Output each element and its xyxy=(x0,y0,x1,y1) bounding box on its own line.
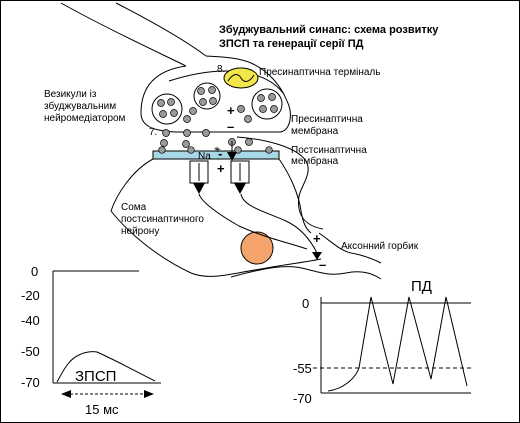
released-vesicles xyxy=(183,105,252,123)
epsp-tick-0: 0 xyxy=(31,264,38,279)
ion-channel-right xyxy=(230,160,250,194)
presynaptic-membrane-label-2: мембрана xyxy=(291,125,339,137)
receptor-bound-transmitter xyxy=(158,146,273,154)
epsp-duration-right-arrow-icon xyxy=(144,390,154,398)
number-7: 7. xyxy=(149,127,157,138)
presynaptic-minus-sign: – xyxy=(227,119,234,134)
hillock-minus-sign: – xyxy=(319,257,326,272)
ap-trace xyxy=(327,296,468,392)
postsynaptic-membrane-label-2: мембрана xyxy=(291,155,339,167)
ap-tick-0: 0 xyxy=(302,296,309,311)
epsp-tick-40: -40 xyxy=(21,313,40,328)
vesicle-group-center xyxy=(193,82,221,110)
soma-label-1: Сома xyxy=(121,202,147,213)
ion-channel-left xyxy=(189,160,209,194)
presynaptic-axon-outline xyxy=(60,2,187,67)
axon-lower-outline xyxy=(230,266,382,280)
current-arrow-head-icon xyxy=(227,152,237,161)
presynaptic-plus-sign: + xyxy=(227,103,235,118)
epsp-duration-left-arrow-icon xyxy=(61,390,71,398)
current-flow-line-inner xyxy=(240,193,318,254)
title-line-2: ЗПСП та генерації серії ПД xyxy=(219,38,364,50)
hillock-plus-sign: + xyxy=(313,231,321,246)
vesicle-group-left xyxy=(151,93,183,125)
postsynaptic-membrane-band xyxy=(152,150,280,160)
epsp-tick-70: -70 xyxy=(21,375,40,390)
postsynaptic-small-plus: + xyxy=(215,145,221,156)
ap-label: ПД xyxy=(411,278,432,295)
cleft-neurotransmitter xyxy=(160,129,253,148)
postsynaptic-membrane-label-1: Постсинаптична xyxy=(291,145,367,156)
vesicles-label-2: збуджувальним xyxy=(44,100,116,112)
presynaptic-axon-outline-2 xyxy=(115,2,207,57)
postsynaptic-minus-sign: - xyxy=(218,146,222,161)
title-line-1: Збуджувальний синапс: схема розвитку xyxy=(219,24,439,36)
epsp-curve xyxy=(56,351,156,383)
soma-nucleus xyxy=(240,231,274,265)
vesicle-group-right xyxy=(251,88,283,120)
sodium-ion-label: Na xyxy=(198,151,211,162)
epsp-tick-50: -50 xyxy=(21,344,40,359)
presynaptic-terminal-label: Пресинаптична терміналь xyxy=(259,67,380,78)
sodium-ion-text: Na xyxy=(198,151,211,162)
mitochondrion-crista-icon xyxy=(227,74,255,82)
vesicles-label-3: нейромедіатором xyxy=(44,113,126,124)
axon-hillock-pointer xyxy=(198,193,308,250)
epsp-plot: 0 -20 -40 -50 -70 ЗПСП 15 мс xyxy=(21,264,161,417)
current-flow-line-outer xyxy=(236,136,324,230)
soma-label-2: постсинаптичного xyxy=(121,214,204,225)
presynaptic-terminal-outline xyxy=(140,55,291,133)
axon-upper-outline xyxy=(318,232,382,264)
vesicles-label-1: Везикули із xyxy=(44,89,97,100)
epsp-label: ЗПСП xyxy=(75,368,116,385)
epsp-tick-20: -20 xyxy=(21,288,40,303)
epsp-duration-label: 15 мс xyxy=(85,402,119,417)
ap-tick-55: -55 xyxy=(293,361,312,376)
soma-outline xyxy=(110,158,322,277)
number-8: 8. xyxy=(217,64,225,75)
current-flow-arrow-icon xyxy=(312,252,322,260)
ap-plot: 0 -55 -70 ПД xyxy=(293,278,471,406)
axon-hillock-label: Аксонний горбик xyxy=(341,240,419,252)
ap-tick-70: -70 xyxy=(293,391,312,406)
postsynaptic-plus-sign: + xyxy=(217,161,225,176)
presynaptic-membrane-label-1: Пресинаптична xyxy=(291,114,363,125)
sodium-ion-charge: + xyxy=(214,146,218,153)
soma-outline-right xyxy=(278,158,312,234)
soma-label-3: нейрону xyxy=(121,226,159,237)
